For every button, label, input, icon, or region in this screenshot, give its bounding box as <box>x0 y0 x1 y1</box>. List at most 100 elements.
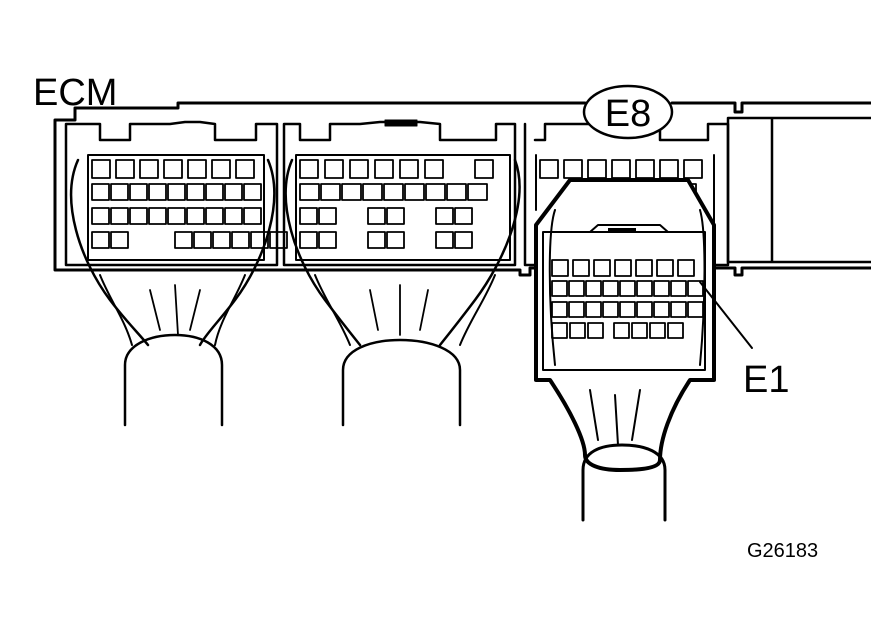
pin-cavity <box>212 231 231 249</box>
pin-cavity <box>551 301 568 318</box>
figure-code: G26183 <box>747 540 818 562</box>
pin-cavity <box>631 322 648 339</box>
pin-cavity <box>563 159 583 179</box>
pin-cavity <box>163 159 183 179</box>
pin-cavity <box>602 301 619 318</box>
pin-cavity <box>231 231 250 249</box>
pin-cavity <box>653 301 670 318</box>
ecm-side-panel <box>726 116 871 264</box>
e1-label: E1 <box>743 359 789 401</box>
pin-cavity <box>167 183 186 201</box>
pin-cavity <box>687 301 704 318</box>
pin-cavity <box>174 231 193 249</box>
pin-cavity <box>243 183 262 201</box>
pin-cavity <box>362 183 383 201</box>
pin-cavity <box>539 159 559 179</box>
pin-cavity <box>211 159 231 179</box>
pin-cavity <box>349 159 369 179</box>
pin-cavity <box>269 231 288 249</box>
pin-cavity <box>320 183 341 201</box>
pin-cavity <box>435 231 454 249</box>
pin-cavity <box>587 322 604 339</box>
pin-cavity <box>235 159 255 179</box>
pin-cavity <box>568 280 585 297</box>
pin-cavity <box>383 183 404 201</box>
pin-cavity <box>677 259 695 277</box>
pin-cavity <box>91 159 111 179</box>
pin-cavity <box>619 301 636 318</box>
pin-cavity <box>467 183 488 201</box>
pin-cavity <box>243 207 262 225</box>
pin-cavity <box>110 183 129 201</box>
pin-cavity <box>572 259 590 277</box>
harness-b <box>284 158 521 427</box>
pin-cavity <box>367 207 386 225</box>
ecm-housing-outline <box>53 101 871 277</box>
pin-cavity <box>613 322 630 339</box>
pin-cavity <box>454 231 473 249</box>
pin-cavity <box>614 259 632 277</box>
pin-cavity <box>324 159 344 179</box>
pin-cavity <box>649 322 666 339</box>
e8-label: E8 <box>605 93 651 135</box>
ecm-label: ECM <box>33 72 117 114</box>
pin-cavity <box>585 280 602 297</box>
pin-cavity <box>91 231 110 249</box>
pin-cavity <box>587 159 607 179</box>
pin-cavity <box>425 183 446 201</box>
pin-cavity <box>205 183 224 201</box>
e1-leader-line <box>699 281 753 349</box>
pin-cavity <box>424 159 444 179</box>
pin-cavity <box>656 259 674 277</box>
pin-grid-a <box>91 159 288 249</box>
pin-cavity <box>551 280 568 297</box>
pin-cavity <box>687 280 704 297</box>
pin-cavity <box>367 231 386 249</box>
pin-cavity <box>115 159 135 179</box>
harness-a <box>70 158 276 427</box>
pin-cavity <box>569 322 586 339</box>
pin-cavity <box>193 231 212 249</box>
pin-cavity <box>474 159 494 179</box>
pin-cavity <box>129 207 148 225</box>
pin-cavity <box>299 159 319 179</box>
pin-cavity <box>91 207 110 225</box>
pin-cavity <box>318 207 337 225</box>
pin-cavity <box>667 322 684 339</box>
pin-cavity <box>593 259 611 277</box>
pin-cavity <box>299 183 320 201</box>
pin-cavity <box>568 301 585 318</box>
pin-cavity <box>148 207 167 225</box>
pin-cavity <box>186 207 205 225</box>
pin-cavity <box>670 301 687 318</box>
pin-cavity <box>435 207 454 225</box>
pin-cavity <box>224 183 243 201</box>
pin-cavity <box>187 159 207 179</box>
pin-cavity <box>224 207 243 225</box>
pin-cavity <box>110 231 129 249</box>
pin-cavity <box>653 280 670 297</box>
e8-tag-oval <box>582 84 674 140</box>
pin-cavity <box>386 231 405 249</box>
pin-cavity <box>341 183 362 201</box>
pin-cavity <box>602 280 619 297</box>
pin-cavity <box>551 322 568 339</box>
pin-cavity <box>404 183 425 201</box>
pin-cavity <box>129 183 148 201</box>
pin-cavity <box>659 159 679 179</box>
pin-grid-b <box>299 159 494 249</box>
pin-cavity <box>139 159 159 179</box>
pin-cavity <box>635 159 655 179</box>
pin-cavity <box>186 183 205 201</box>
pin-cavity <box>454 207 473 225</box>
pin-cavity <box>619 280 636 297</box>
pin-cavity <box>110 207 129 225</box>
pin-cavity <box>636 301 653 318</box>
ecm-connector-a <box>64 120 288 267</box>
pin-cavity <box>635 259 653 277</box>
pin-cavity <box>551 259 569 277</box>
ecm-connector-b <box>282 119 517 267</box>
pin-cavity <box>446 183 467 201</box>
